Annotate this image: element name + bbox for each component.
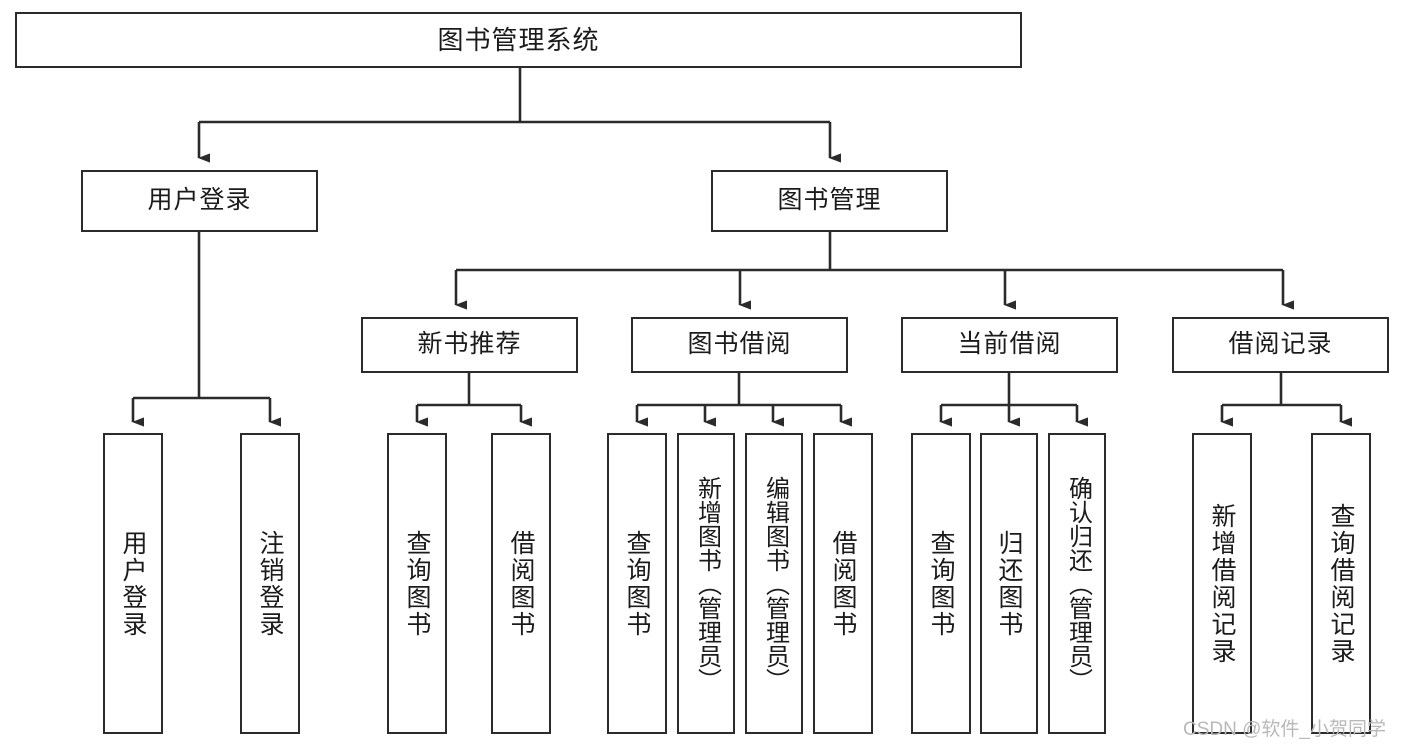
leaf-new-book-borrow[interactable]: 借阅图书 (491, 433, 551, 734)
node-book-borrow[interactable]: 图书借阅 (631, 317, 848, 373)
node-current-borrow[interactable]: 当前借阅 (901, 317, 1118, 373)
leaf-records-add[interactable]: 新增借阅记录 (1192, 433, 1252, 734)
leaf-label: 查询图书 (927, 529, 955, 638)
node-borrow-records-label: 借阅记录 (1228, 330, 1333, 359)
leaf-current-return[interactable]: 归还图书 (980, 433, 1038, 734)
leaf-label: 归还图书 (995, 529, 1023, 638)
leaf-borrow-edit-book[interactable]: 编辑图书（管理员） (745, 433, 803, 734)
leaf-label: 新增图书（管理员） (693, 475, 721, 692)
node-root-label: 图书管理系统 (437, 24, 600, 55)
node-book-management-label: 图书管理 (777, 186, 882, 215)
leaf-borrow-borrow-book[interactable]: 借阅图书 (813, 433, 873, 734)
leaf-label: 新增借阅记录 (1208, 502, 1236, 665)
watermark: CSDN @软件_小贺同学 (1183, 719, 1386, 740)
leaf-label: 编辑图书（管理员） (761, 475, 789, 692)
leaf-borrow-add-book[interactable]: 新增图书（管理员） (677, 433, 735, 734)
node-book-borrow-label: 图书借阅 (687, 330, 792, 359)
leaf-label: 确认归还（管理员） (1064, 475, 1092, 692)
leaf-label: 查询借阅记录 (1327, 502, 1355, 665)
node-book-management[interactable]: 图书管理 (711, 170, 948, 232)
leaf-current-confirm-return[interactable]: 确认归还（管理员） (1048, 433, 1106, 734)
node-borrow-records[interactable]: 借阅记录 (1172, 317, 1389, 373)
node-new-book-recommend[interactable]: 新书推荐 (361, 317, 578, 373)
leaf-borrow-query[interactable]: 查询图书 (607, 433, 667, 734)
node-user-login-label: 用户登录 (147, 186, 252, 215)
leaf-label: 借阅图书 (829, 529, 857, 638)
node-current-borrow-label: 当前借阅 (957, 330, 1062, 359)
node-root[interactable]: 图书管理系统 (15, 12, 1022, 68)
leaf-records-query[interactable]: 查询借阅记录 (1311, 433, 1371, 734)
leaf-label: 注销登录 (256, 529, 284, 638)
leaf-label: 借阅图书 (507, 529, 535, 638)
leaf-user-login-logout[interactable]: 注销登录 (240, 433, 300, 734)
leaf-user-login-login[interactable]: 用户登录 (103, 433, 163, 734)
leaf-current-query[interactable]: 查询图书 (911, 433, 971, 734)
leaf-label: 查询图书 (403, 529, 431, 638)
node-user-login[interactable]: 用户登录 (81, 170, 318, 232)
leaf-label: 用户登录 (119, 529, 147, 638)
node-new-book-recommend-label: 新书推荐 (417, 330, 522, 359)
leaf-new-book-query[interactable]: 查询图书 (387, 433, 447, 734)
leaf-label: 查询图书 (623, 529, 651, 638)
